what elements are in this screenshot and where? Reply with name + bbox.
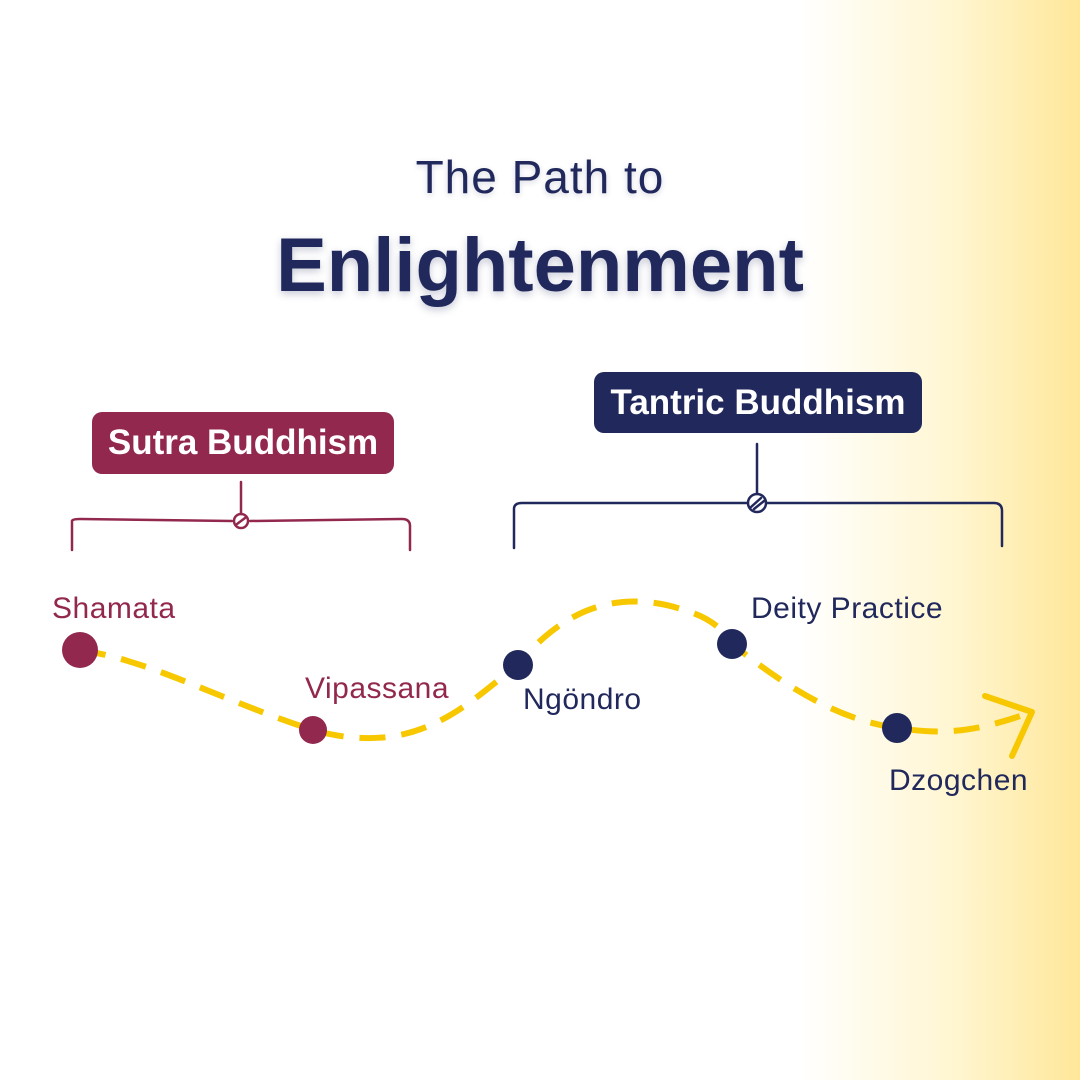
stage-marker-shamata (62, 632, 98, 668)
sutra-buddhism-badge: Sutra Buddhism (92, 412, 394, 474)
tantric-bracket (512, 442, 1004, 550)
stage-marker-deity-practice (717, 629, 747, 659)
stage-marker-vipassana (299, 716, 327, 744)
stage-label-dzogchen: Dzogchen (889, 764, 1029, 797)
sutra-bracket (70, 480, 412, 552)
sutra-bracket-knot-icon (232, 512, 250, 530)
title-line-2: Enlightenment (276, 223, 804, 308)
stage-marker-ngondro (503, 650, 533, 680)
tantric-buddhism-badge: Tantric Buddhism (594, 372, 922, 433)
stage-label-vipassana: Vipassana (305, 672, 450, 705)
tantric-bracket-knot-icon (746, 492, 768, 514)
stage-label-ngondro: Ngöndro (523, 683, 642, 716)
stage-label-deity-practice: Deity Practice (751, 592, 944, 625)
title-line-1: The Path to (415, 151, 665, 203)
stage-label-shamata: Shamata (52, 592, 176, 625)
arrow-head-icon (982, 693, 1035, 759)
stage-marker-dzogchen (882, 713, 912, 743)
